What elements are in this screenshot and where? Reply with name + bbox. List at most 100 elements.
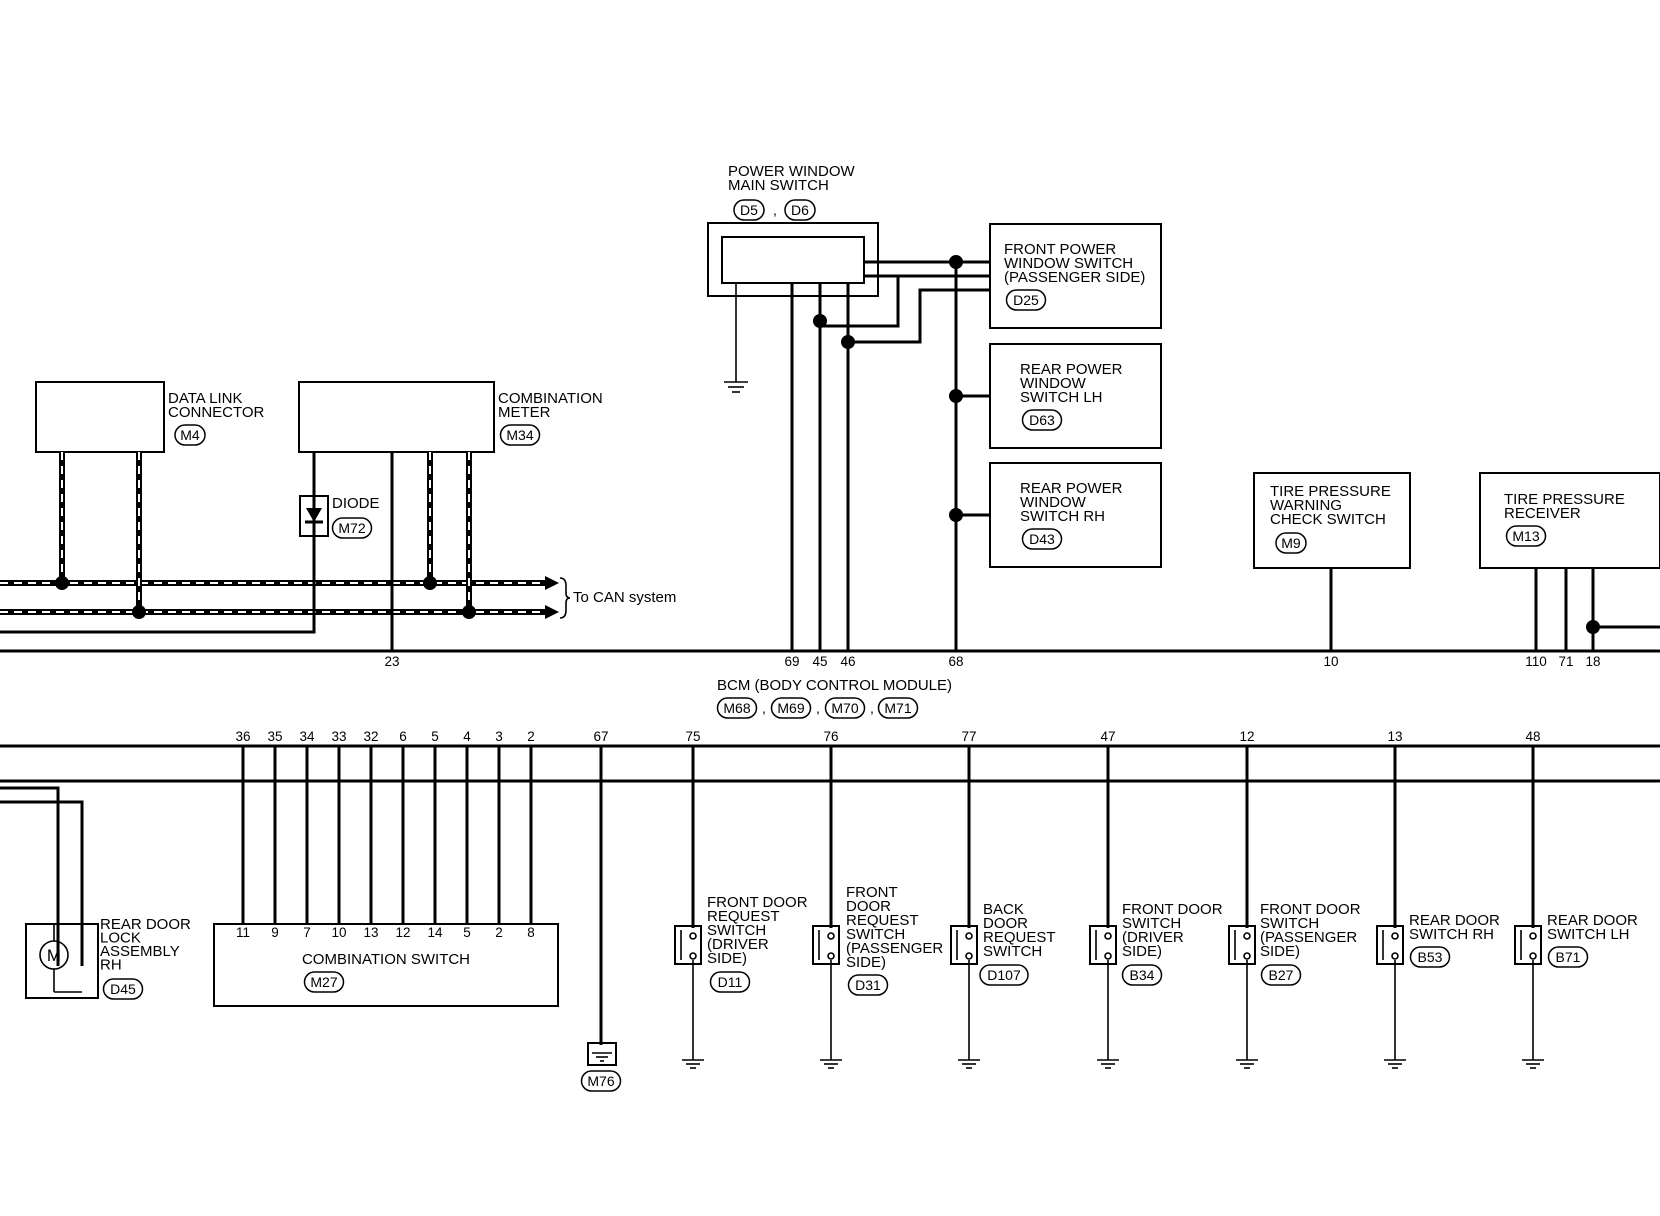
connector-separator: , bbox=[773, 202, 777, 218]
fd-passenger-name-line: SIDE) bbox=[1260, 943, 1300, 960]
tp-check-name-line: CHECK SWITCH bbox=[1270, 511, 1386, 528]
wiring-lines: M bbox=[0, 222, 1660, 1069]
rear-door-lock-name-line: REAR DOOR bbox=[100, 916, 191, 933]
tp-check-connector-label: M9 bbox=[1281, 535, 1301, 551]
bcm-bottom-pin: 13 bbox=[1387, 729, 1402, 744]
rear-pw-lh-name-line: SWITCH LH bbox=[1020, 389, 1103, 406]
bcm-bottom-pin: 47 bbox=[1100, 729, 1115, 744]
combination-switch-label-group: COMBINATION SWITCH M27 bbox=[302, 951, 470, 993]
bcm-bottom-pin: 12 bbox=[1239, 729, 1254, 744]
fd-passenger-name-line: SWITCH bbox=[1260, 915, 1319, 932]
combination-switch-name-line: COMBINATION SWITCH bbox=[302, 951, 470, 968]
combination-switch-connector-label: M27 bbox=[310, 974, 337, 990]
combination-switch-pin: 5 bbox=[463, 925, 471, 940]
rear-door-rh-name-line: SWITCH RH bbox=[1409, 926, 1494, 943]
bcm-bottom-pin: 67 bbox=[593, 729, 608, 744]
pw-main-connector-pill bbox=[733, 199, 765, 221]
front-power-window-switch-box bbox=[989, 223, 1162, 329]
fd-driver-connector-label: B34 bbox=[1130, 967, 1155, 983]
rear-pw-lh-name-line: WINDOW bbox=[1020, 375, 1087, 392]
combination-meter-name-line: METER bbox=[498, 404, 551, 421]
fdr-driver-connector-label: D11 bbox=[718, 974, 743, 990]
rear-door-lock-name-line: LOCK bbox=[100, 930, 141, 947]
pw-main-name-line: MAIN SWITCH bbox=[728, 177, 829, 194]
back-door-req-name-line: BACK bbox=[983, 901, 1024, 918]
combination-meter-connector-label: M34 bbox=[506, 427, 533, 443]
bcm-bottom-pin: 4 bbox=[463, 729, 471, 744]
fdr-passenger-name-line: (PASSENGER bbox=[846, 940, 943, 957]
back-door-req-name-line: DOOR bbox=[983, 915, 1028, 932]
rear-door-lock-assembly-box bbox=[25, 923, 99, 999]
bcm-connector-pill bbox=[716, 697, 758, 719]
fdr-passenger-name-line: DOOR bbox=[846, 898, 891, 915]
fd-passenger-name-line: (PASSENGER bbox=[1260, 929, 1357, 946]
combination-switch-pin: 7 bbox=[303, 925, 311, 940]
bcm-top-pin: 45 bbox=[812, 654, 827, 669]
door-switch-symbol bbox=[1514, 746, 1544, 1069]
back-door-req-connector-label: D107 bbox=[987, 967, 1021, 983]
combination-meter-box bbox=[298, 381, 495, 453]
rear-pw-lh-connector-pill bbox=[1021, 409, 1063, 431]
door-switch-symbol bbox=[1376, 746, 1406, 1069]
data-link-connector-pill bbox=[174, 424, 206, 446]
pw-main-connector-pill bbox=[784, 199, 816, 221]
bcm-bottom-pin: 5 bbox=[431, 729, 439, 744]
connector-separator: , bbox=[870, 700, 874, 716]
bcm-bottom-pin: 35 bbox=[267, 729, 282, 744]
bcm-connector-label: M70 bbox=[831, 700, 858, 716]
combination-switch-pin: 11 bbox=[236, 925, 250, 940]
fd-passenger-name-line: FRONT DOOR bbox=[1260, 901, 1361, 918]
diode-connector-pill bbox=[331, 517, 373, 539]
rear-pw-lh-connector-label: D63 bbox=[1029, 412, 1055, 428]
rear-door-lock-name-line: ASSEMBLY bbox=[100, 943, 180, 960]
tire-pressure-receiver-box bbox=[1479, 472, 1660, 569]
front-pw-name-line: WINDOW SWITCH bbox=[1004, 255, 1133, 272]
combination-switch-box bbox=[213, 923, 559, 1007]
bcm-top-pin: 68 bbox=[948, 654, 963, 669]
diode-symbol bbox=[306, 508, 322, 522]
tp-check-connector-pill bbox=[1275, 532, 1307, 554]
component-labels: DATA LINKCONNECTORM4COMBINATIONMETERM34D… bbox=[100, 163, 1638, 1092]
door-switch-symbol bbox=[1089, 746, 1119, 1069]
bcm-bottom-pin: 75 bbox=[685, 729, 700, 744]
combination-switch-pin: 2 bbox=[495, 925, 503, 940]
door-lock-unlock-switch-box bbox=[721, 236, 865, 284]
ground-m76-box bbox=[587, 1042, 617, 1066]
rear-pw-rh-name-line: REAR POWER bbox=[1020, 480, 1123, 497]
fdr-passenger-name-line: FRONT bbox=[846, 884, 898, 901]
combination-switch-pin: 10 bbox=[331, 925, 346, 940]
bcm-bottom-pin: 77 bbox=[961, 729, 976, 744]
bcm-top-pin: 110 bbox=[1525, 654, 1547, 669]
bcm-bottom-pin: 3 bbox=[495, 729, 503, 744]
bcm-bottom-pin: 2 bbox=[527, 729, 535, 744]
rear-door-lock-connector-label: D45 bbox=[110, 981, 136, 997]
bcm-bottom-pin: 32 bbox=[363, 729, 378, 744]
bcm-top-pin: 10 bbox=[1323, 654, 1338, 669]
pw-main-connector-label: D5 bbox=[740, 202, 758, 218]
bcm-connector-label: M68 bbox=[723, 700, 750, 716]
combination-switch-connector-pill bbox=[303, 971, 345, 993]
diode-connector-label: M72 bbox=[338, 520, 365, 536]
rear-pw-rh-connector-label: D43 bbox=[1029, 531, 1055, 547]
fdr-driver-name-line: SWITCH bbox=[707, 922, 766, 939]
rear-pw-rh-name-line: WINDOW bbox=[1020, 494, 1087, 511]
back-door-req-name-line: REQUEST bbox=[983, 929, 1056, 946]
combination-switch-pin: 13 bbox=[363, 925, 378, 940]
fdr-driver-name-line: REQUEST bbox=[707, 908, 780, 925]
fd-passenger-connector-pill bbox=[1260, 964, 1302, 986]
fd-driver-connector-pill bbox=[1121, 964, 1163, 986]
rear-pw-lh-name-line: REAR POWER bbox=[1020, 361, 1123, 378]
bcm-bottom-pin: 48 bbox=[1525, 729, 1540, 744]
diode-box bbox=[299, 495, 329, 537]
door-switch-symbol bbox=[1228, 746, 1258, 1069]
bcm-connector-pill bbox=[877, 697, 919, 719]
rear-door-lh-name-line: REAR DOOR bbox=[1547, 912, 1638, 929]
pw-main-name-line: POWER WINDOW bbox=[728, 163, 855, 180]
fdr-driver-name-line: FRONT DOOR bbox=[707, 894, 808, 911]
